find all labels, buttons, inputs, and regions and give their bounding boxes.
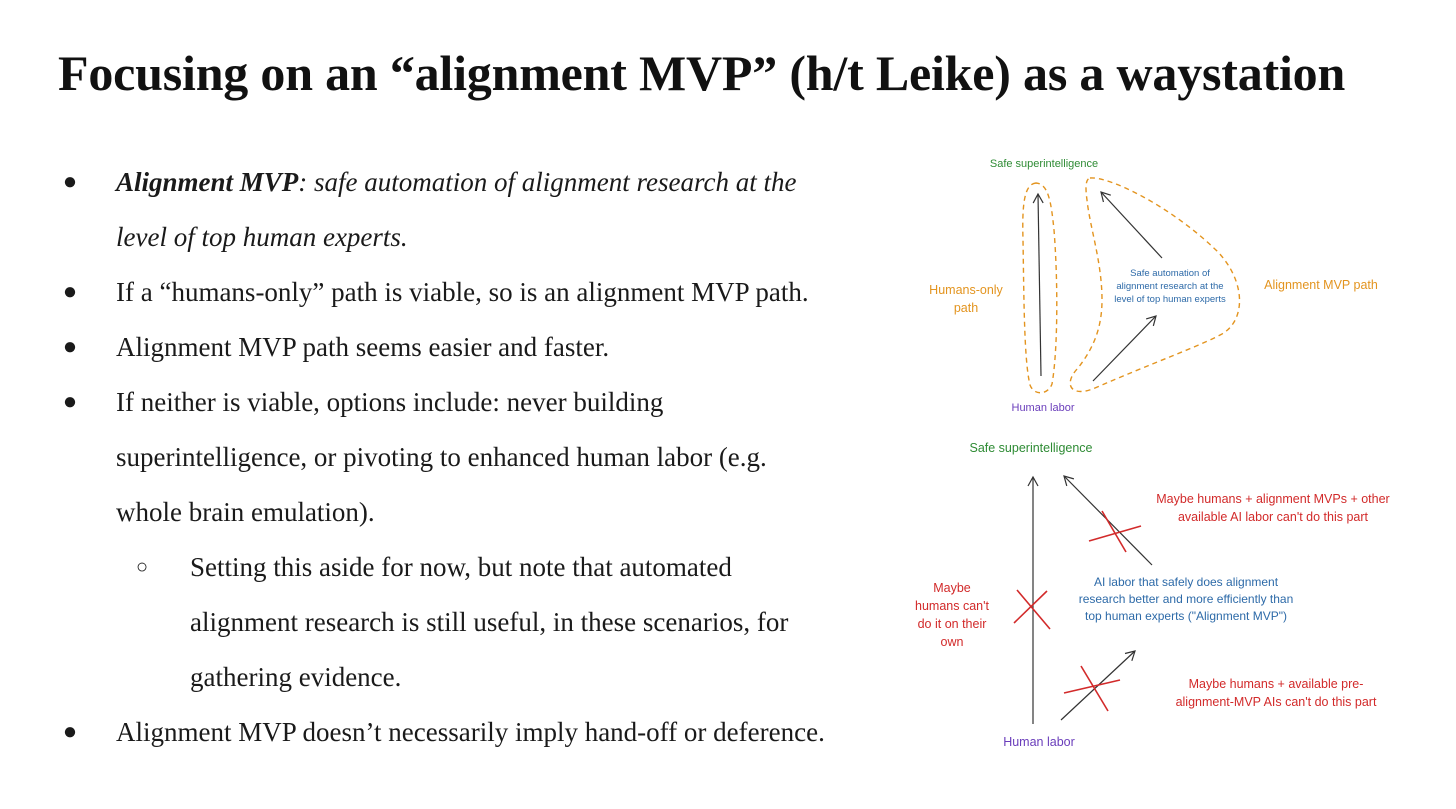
humans-only-label-line-1: Humans-only <box>929 283 1003 297</box>
bullet-text: Alignment MVP doesn’t necessarily imply … <box>116 717 825 747</box>
safe-automation-label-line-3: level of top human experts <box>1114 294 1226 305</box>
definition-line-2: level of top human experts. <box>116 222 408 252</box>
humans-only-arrow <box>1032 192 1044 377</box>
x-mark-lower-part <box>1063 665 1121 712</box>
top-goal-label: Safe superintelligence <box>990 158 1098 170</box>
maybe-humans-label-line-4: own <box>941 635 964 649</box>
lower-right-label-line-2: alignment-MVP AIs can't do this part <box>1176 695 1377 709</box>
upper-right-label-line-1: Maybe humans + alignment MVPs + other <box>1156 492 1389 506</box>
slide-title: Focusing on an “alignment MVP” (h/t Leik… <box>58 45 1346 101</box>
bullet-text-line-3: whole brain emulation). <box>116 497 375 527</box>
bullet-alignment-mvp: ● Alignment MVP: safe automation of alig… <box>60 155 890 265</box>
maybe-humans-label-line-3: do it on their <box>918 617 987 631</box>
term-alignment-mvp: Alignment MVP <box>116 167 299 197</box>
bullet-humans-only: ● If a “humans-only” path is viable, so … <box>60 265 890 320</box>
to-safe-automation-arrow <box>1092 315 1157 382</box>
maybe-humans-label-line-1: Maybe <box>933 581 971 595</box>
bullet-dot: ● <box>62 334 78 360</box>
x-mark-upper-part <box>1088 510 1142 553</box>
bullet-text: Alignment MVP path seems easier and fast… <box>116 332 610 362</box>
bullet-dot: ● <box>62 279 78 305</box>
maybe-humans-label-line-2: humans can't <box>915 599 989 613</box>
alignment-mvp-path-label: Alignment MVP path <box>1264 278 1378 292</box>
sub-bullet-circle: ○ <box>136 556 149 578</box>
ai-labor-label-line-2: research better and more efficiently tha… <box>1079 592 1294 606</box>
bullet-neither-viable: ● If neither is viable, options include:… <box>60 375 890 540</box>
bullet-text-line-2: superintelligence, or pivoting to enhanc… <box>116 442 767 472</box>
safe-automation-label-line-1: Safe automation of <box>1130 268 1210 279</box>
bullet-no-handoff: ● Alignment MVP doesn’t necessarily impl… <box>60 705 890 760</box>
top-start-label: Human labor <box>1012 402 1075 414</box>
top-diagram: Safe superintelligence Human labor Human… <box>929 158 1378 414</box>
bullet-text: If a “humans-only” path is viable, so is… <box>116 277 809 307</box>
bullet-list: ● Alignment MVP: safe automation of alig… <box>60 155 890 760</box>
bottom-goal-label: Safe superintelligence <box>970 441 1093 455</box>
sub-text-line-3: gathering evidence. <box>190 662 402 692</box>
bullet-dot: ● <box>62 169 78 195</box>
bullet-easier-faster: ● Alignment MVP path seems easier and fa… <box>60 320 890 375</box>
lower-right-label-line-1: Maybe humans + available pre- <box>1189 677 1364 691</box>
bullet-dot: ● <box>62 389 78 415</box>
humans-only-path-outline <box>1022 182 1058 394</box>
bottom-start-label: Human labor <box>1003 735 1075 749</box>
x-mark-humans-alone <box>1013 589 1051 630</box>
bullet-text-line-1: If neither is viable, options include: n… <box>116 387 664 417</box>
safe-automation-label-line-2: alignment research at the <box>1116 281 1223 292</box>
bottom-diagram: Safe superintelligence Human labor Maybe… <box>915 441 1390 749</box>
humans-only-label-line-2: path <box>954 301 978 315</box>
ai-labor-label-line-1: AI labor that safely does alignment <box>1094 575 1279 589</box>
sub-text-line-2: alignment research is still useful, in t… <box>190 607 789 637</box>
definition-line-1: : safe automation of alignment research … <box>298 167 797 197</box>
to-safe-superintelligence-arrow <box>1100 191 1163 259</box>
ai-labor-label-line-3: top human experts ("Alignment MVP") <box>1085 609 1287 623</box>
upper-right-label-line-2: available AI labor can't do this part <box>1178 510 1369 524</box>
sub-bullet-setting-aside: ○ Setting this aside for now, but note t… <box>60 540 890 705</box>
bullet-dot: ● <box>62 719 78 745</box>
sub-text-line-1: Setting this aside for now, but note tha… <box>190 552 732 582</box>
